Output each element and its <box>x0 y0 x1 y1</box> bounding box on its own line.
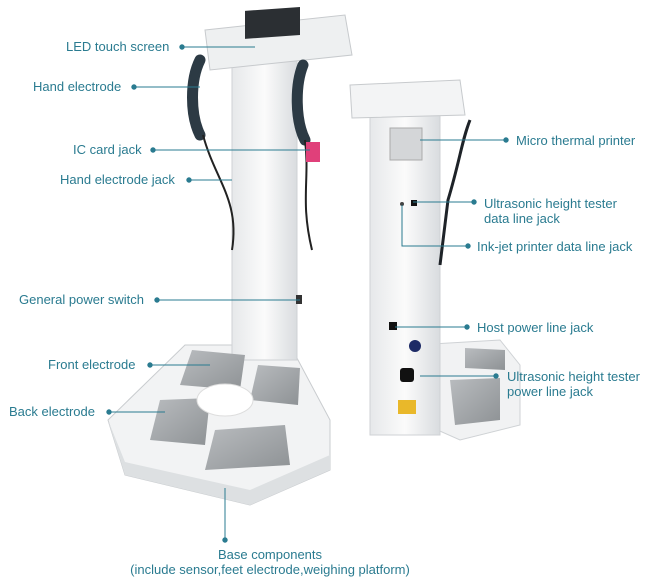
front-machine <box>107 7 353 506</box>
hand-electrode-left <box>187 54 206 141</box>
back-electrode-left <box>150 398 210 445</box>
rear-machine <box>349 79 521 441</box>
label-inkjet-printer-jack: Ink-jet printer data line jack <box>477 239 633 254</box>
front-electrode-right <box>250 365 300 405</box>
label-led-touch-screen: LED touch screen <box>66 39 170 54</box>
label-ultrasonic-power-line2: power line jack <box>507 384 593 399</box>
label-host-power-line-jack: Host power line jack <box>477 320 594 335</box>
label-ultrasonic-data-line-jack: Ultrasonic height tester data line jack <box>484 196 617 226</box>
hand-electrode-right <box>291 59 311 146</box>
label-general-power-switch: General power switch <box>19 292 144 307</box>
label-ic-card-jack: IC card jack <box>73 142 142 157</box>
label-micro-thermal-printer: Micro thermal printer <box>516 133 636 148</box>
label-ultrasonic-data-line2: data line jack <box>484 211 560 226</box>
label-hand-electrode: Hand electrode <box>33 79 122 94</box>
label-base-components: Base components (include sensor,feet ele… <box>120 547 420 577</box>
label-base-components-line2: (include sensor,feet electrode,weighing … <box>130 562 410 577</box>
label-ultrasonic-data-line1: Ultrasonic height tester <box>484 196 617 211</box>
label-ultrasonic-power-line1: Ultrasonic height tester <box>507 369 640 384</box>
label-hand-electrode-jack: Hand electrode jack <box>60 172 175 187</box>
label-back-electrode: Back electrode <box>9 404 95 419</box>
thermal-printer <box>389 127 423 161</box>
label-base-components-line1: Base components <box>217 547 323 562</box>
ic-card <box>306 142 320 162</box>
back-electrode-right <box>205 425 290 470</box>
label-ultrasonic-power-line-jack: Ultrasonic height tester power line jack <box>507 369 640 399</box>
leader-lines <box>106 44 509 543</box>
label-front-electrode: Front electrode <box>48 357 136 372</box>
front-electrode-left <box>180 350 245 390</box>
